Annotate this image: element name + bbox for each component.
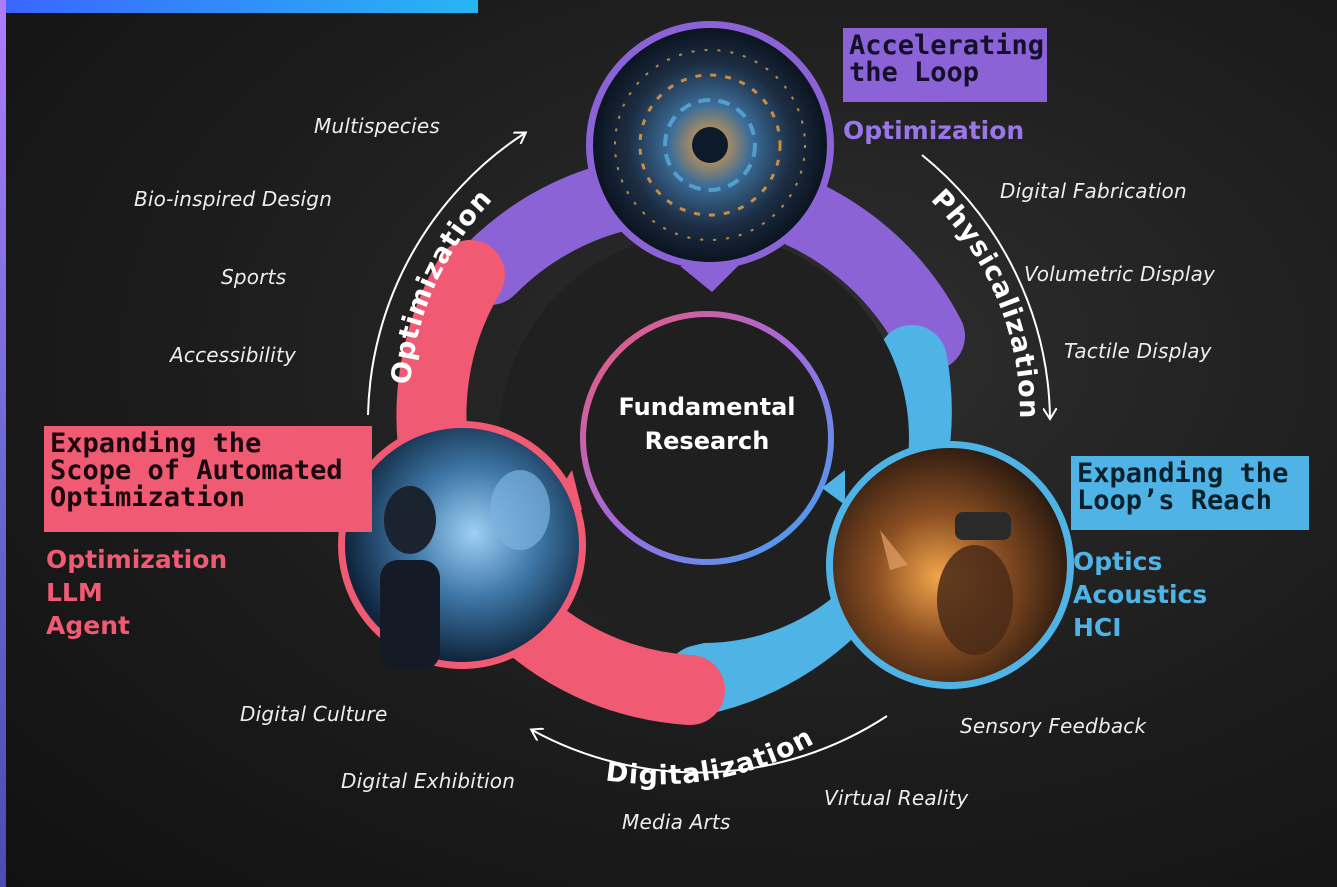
application-label: Volumetric Display — [1024, 262, 1216, 286]
center-label: Fundamental Research — [587, 390, 827, 458]
center-label-line2: Research — [644, 427, 770, 455]
right-node-keyword: HCI — [1073, 613, 1122, 642]
right-node-title-line1: Expanding the — [1077, 458, 1289, 489]
right-node-image — [822, 441, 1074, 689]
application-label: Accessibility — [170, 343, 297, 367]
application-label: Sports — [221, 265, 287, 289]
top-node-title-line1: Accelerating — [849, 30, 1045, 61]
top-node-title-line2: the Loop — [849, 57, 980, 88]
optimization-arrow — [367, 133, 525, 416]
top-node-keyword: Optimization — [843, 116, 1025, 145]
application-label: Digital Culture — [240, 702, 388, 726]
digitalization-arrow — [532, 715, 888, 774]
right-node-keywords: Optics Acoustics HCI — [1073, 545, 1207, 644]
left-node-keyword: Agent — [46, 611, 130, 640]
application-label: Sensory Feedback — [960, 714, 1147, 738]
application-label: Tactile Display — [1064, 339, 1212, 363]
left-node-title-line1: Expanding the — [50, 428, 262, 459]
left-node-keyword: LLM — [46, 578, 103, 607]
left-node-title-line2: Scope of Automated — [50, 455, 343, 486]
top-node-keywords: Optimization — [843, 114, 1024, 147]
left-node-keyword: Optimization — [46, 545, 228, 574]
right-node-title-line2: Loop’s Reach — [1077, 485, 1273, 516]
left-node-title-line3: Optimization — [50, 482, 246, 513]
right-node-keyword: Acoustics — [1073, 580, 1208, 609]
application-label: Digital Exhibition — [341, 769, 516, 793]
arc-label-digitalization: Digitalization — [604, 721, 819, 791]
application-label: Bio-inspired Design — [134, 187, 333, 211]
right-node-title: Expanding the Loop’s Reach — [1071, 456, 1309, 530]
left-node-title: Expanding the Scope of Automated Optimiz… — [44, 426, 372, 532]
application-label: Multispecies — [314, 114, 440, 138]
top-node-title: Accelerating the Loop — [843, 28, 1047, 102]
physicalization-arrow — [921, 154, 1050, 418]
center-circle — [580, 311, 834, 565]
left-node-image — [338, 421, 586, 670]
left-node-keywords: Optimization LLM Agent — [46, 543, 227, 642]
right-node-keyword: Optics — [1073, 547, 1163, 576]
application-label: Media Arts — [622, 810, 731, 834]
left-accent-bar — [0, 0, 6, 887]
application-label: Digital Fabrication — [1000, 179, 1187, 203]
application-label: Virtual Reality — [824, 786, 969, 810]
top-accent-bar — [6, 0, 478, 13]
top-node-image — [586, 21, 834, 292]
center-label-line1: Fundamental — [618, 393, 796, 421]
